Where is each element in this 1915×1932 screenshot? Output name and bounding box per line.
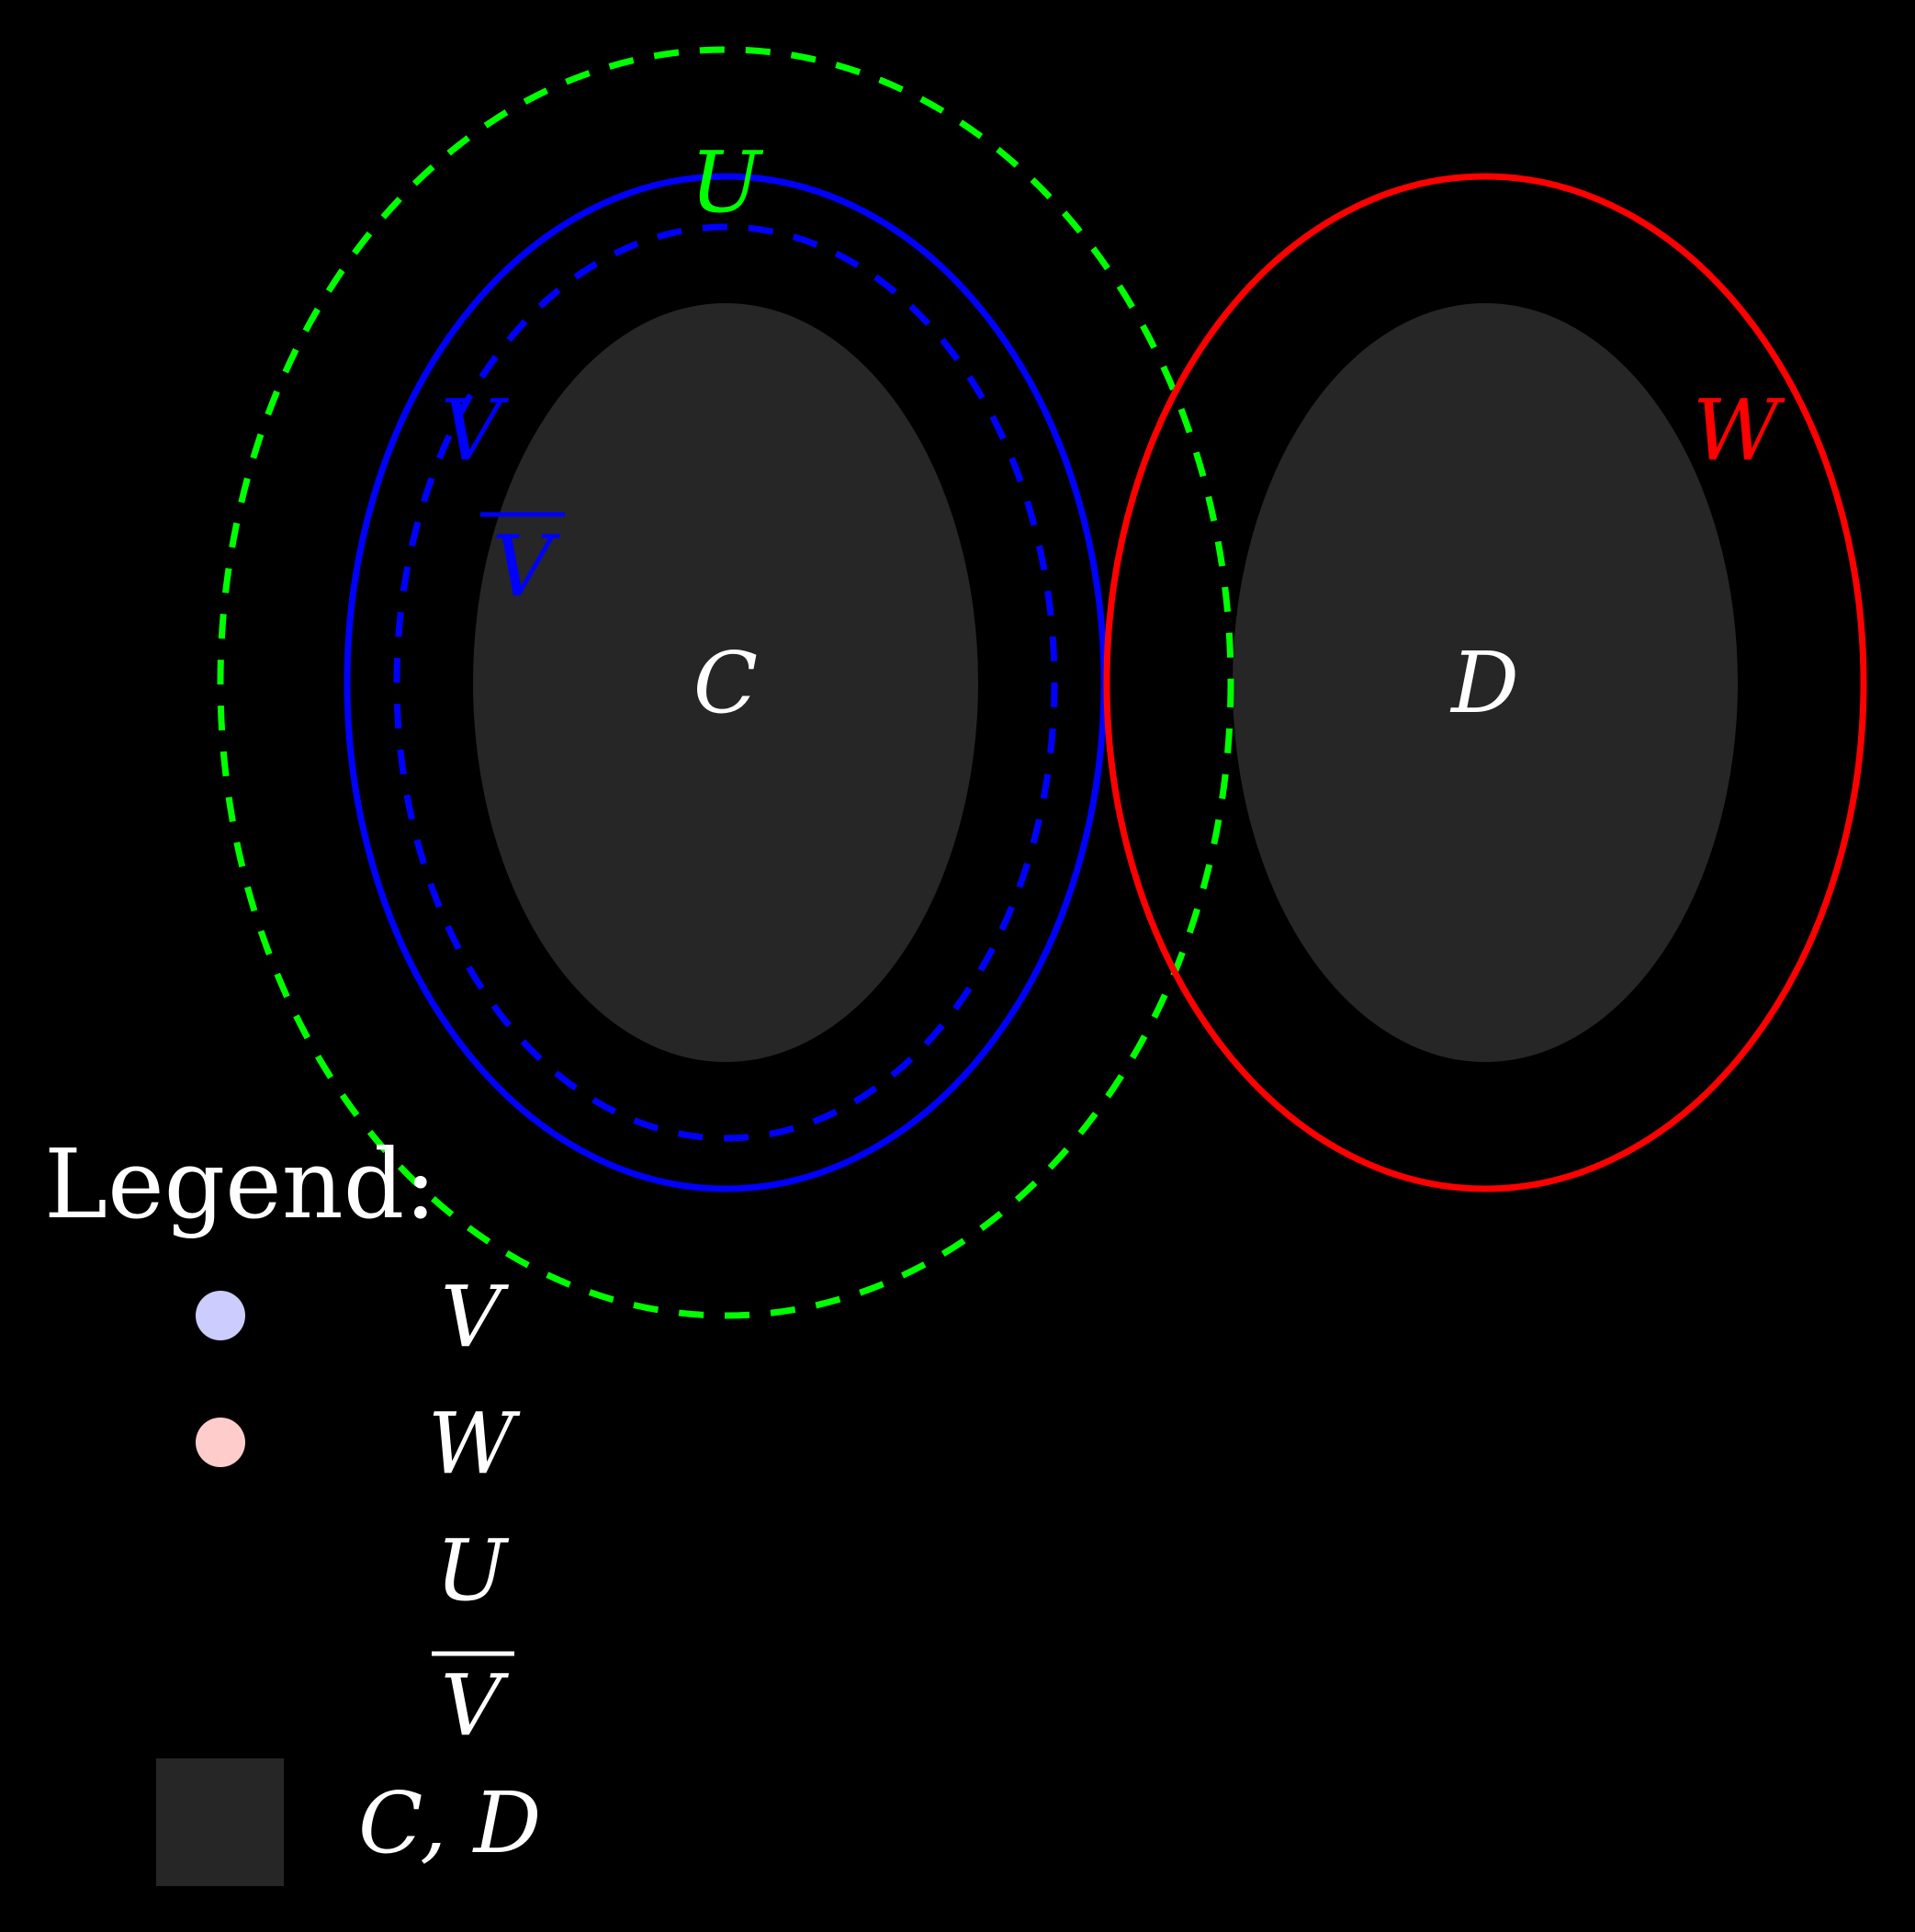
set-d-region [1233, 303, 1738, 1062]
set-v-closure-label-text: V [492, 517, 561, 616]
legend-label-w: W [428, 1395, 521, 1493]
set-u-boundary [217, 46, 1234, 1319]
set-v-closure-label: V [480, 512, 565, 616]
legend-dot-w [196, 1418, 245, 1467]
set-c-label: C [693, 634, 758, 732]
legend-item-w: W [196, 1395, 521, 1493]
set-c-region [473, 303, 978, 1062]
set-v-label: V [441, 381, 510, 480]
legend-item-v: V [196, 1268, 510, 1366]
legend-item-v-closure: V [432, 1651, 514, 1755]
set-w-label: W [1693, 381, 1785, 480]
legend-label-u: U [435, 1521, 510, 1620]
legend-title: Legend: [44, 1128, 436, 1240]
set-w-boundary [1103, 173, 1867, 1192]
legend-square-c-d [156, 1758, 284, 1886]
legend-item-c-d: C, D [156, 1758, 541, 1886]
legend-item-u: U [435, 1521, 510, 1620]
legend-dot-v [196, 1291, 245, 1340]
legend-label-c-d: C, D [358, 1774, 541, 1872]
legend-label-v-closure: V [441, 1656, 510, 1755]
legend-label-v: V [441, 1268, 510, 1366]
set-d-label: D [1449, 634, 1519, 732]
set-u-label: U [690, 133, 764, 232]
set-v-closure-boundary [393, 223, 1058, 1142]
